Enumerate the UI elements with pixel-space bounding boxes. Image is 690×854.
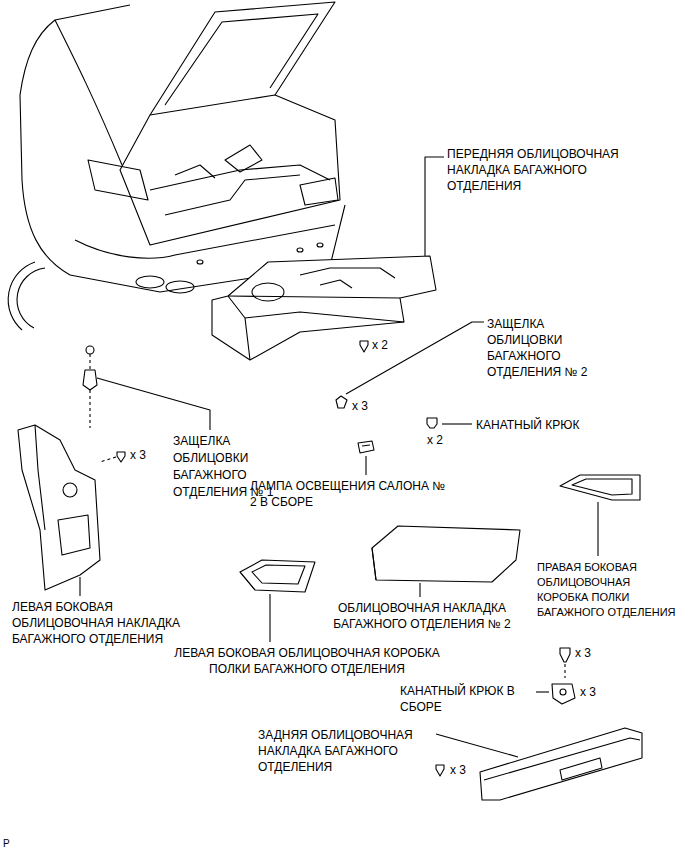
left-shelf-box: [252, 565, 305, 584]
quantity: x 3: [580, 684, 596, 700]
part-name: ЛЕВАЯ БОКОВАЯ ОБЛИЦОВОЧНАЯ НАКЛАДКА БАГА…: [12, 599, 210, 647]
line-art: [8, 2, 642, 800]
fasteners: [346, 322, 484, 394]
car-rear-view: [75, 225, 335, 258]
left-side-trim: [97, 378, 210, 430]
car-rear-view: [136, 276, 164, 288]
part-name: КАНАТНЫЙ КРЮК В СБОРЕ: [400, 683, 532, 715]
left-side-trim: [117, 452, 125, 462]
fasteners: [336, 396, 347, 408]
quantity: x 3: [352, 398, 368, 414]
left-shelf-box: [240, 572, 255, 590]
rear-trim: [436, 728, 642, 800]
car-rear-view: [165, 175, 300, 215]
left-side-trim: [86, 346, 94, 354]
front-trim-panel: [212, 157, 444, 360]
hook-and-lamp: [365, 456, 366, 475]
hook-and-lamp: [442, 423, 472, 424]
left-side-trim: [100, 457, 116, 462]
part-name: ОБЛИЦОВОЧНАЯ НАКЛАДКА БАГАЖНОГО ОТДЕЛЕНИ…: [322, 600, 522, 632]
fasteners: [360, 341, 368, 352]
car-rear-view: [120, 95, 340, 245]
part-name: ЗАЩЕЛКА ОБЛИЦОВКИ БАГАЖНОГО ОТДЕЛЕНИЯ № …: [487, 316, 612, 380]
car-rear-view: [55, 20, 122, 165]
right-shelf-box: [572, 479, 632, 495]
rear-trim: [484, 738, 640, 780]
front-trim-panel: [245, 312, 404, 322]
rope-hook-assembly: [536, 648, 575, 704]
left-side-trim: [35, 425, 45, 530]
left-side-trim: [58, 515, 90, 555]
car-rear-view: [166, 281, 194, 293]
left-side-trim: [63, 483, 77, 497]
left-side-trim: [83, 370, 97, 390]
rear-trim: [480, 728, 642, 800]
hook-and-lamp: [362, 445, 370, 446]
car-rear-view: [165, 14, 318, 105]
car-rear-view: [88, 160, 148, 200]
car-rear-view: [20, 5, 130, 95]
car-rear-view: [20, 95, 70, 275]
part-name: ЗАДНЯЯ ОБЛИЦОВОЧНАЯ НАКЛАДКА БАГАЖНОГО О…: [258, 727, 434, 775]
car-rear-view: [317, 243, 323, 247]
trunk-mat: [372, 526, 520, 597]
quantity: x 2: [372, 337, 388, 353]
quantity: x 2: [427, 432, 443, 448]
front-trim-panel: [252, 283, 284, 301]
rope-hook-assembly: [536, 691, 549, 692]
part-name: КАНАТНЫЙ КРЮК: [476, 417, 579, 433]
front-trim-panel: [300, 268, 395, 278]
car-rear-view: [225, 145, 262, 172]
rope-hook-assembly: [560, 648, 570, 662]
part-name: ЛЕВАЯ БОКОВАЯ ОБЛИЦОВОЧНАЯ КОРОБКА ПОЛКИ…: [157, 645, 457, 677]
car-rear-view: [197, 260, 203, 264]
left-shelf-box: [240, 560, 315, 642]
rear-trim: [436, 734, 518, 757]
trunk-mat: [372, 548, 376, 580]
rear-trim: [436, 765, 444, 776]
car-rear-view: [175, 165, 215, 178]
car-rear-view: [17, 268, 45, 328]
car-rear-view: [150, 2, 335, 115]
rope-hook-assembly: [552, 684, 575, 704]
fasteners: [336, 322, 484, 408]
trunk-mat: [419, 583, 420, 597]
rear-trim: [560, 758, 602, 780]
front-trim-panel: [212, 256, 436, 360]
car-rear-view: [300, 178, 338, 205]
left-shelf-box: [240, 560, 315, 592]
figure-code: P: [3, 836, 10, 852]
part-name: ПЕРЕДНЯЯ ОБЛИЦОВОЧНАЯ НАКЛАДКА БАГАЖНОГО…: [447, 146, 622, 194]
hook-and-lamp: [358, 418, 472, 475]
left-shelf-box: [269, 594, 270, 642]
rope-hook-assembly: [560, 689, 566, 695]
right-shelf-box: [560, 475, 640, 500]
quantity: x 3: [130, 447, 146, 463]
right-shelf-box: [560, 475, 640, 556]
front-trim-panel: [320, 280, 352, 288]
car-rear-view: [297, 248, 303, 252]
part-name: ЛАМПА ОСВЕЩЕНИЯ САЛОНА № 2 В СБОРЕ: [250, 478, 450, 510]
hook-and-lamp: [427, 418, 437, 428]
front-trim-panel: [425, 157, 444, 256]
left-side-trim: [18, 425, 100, 590]
hook-and-lamp: [358, 441, 374, 453]
front-trim-panel: [228, 296, 250, 360]
left-side-trim: [89, 354, 90, 428]
trunk-mat: [372, 526, 520, 582]
rope-hook-assembly: [564, 664, 565, 678]
part-name: ПРАВАЯ БОКОВАЯ ОБЛИЦОВОЧНАЯ КОРОБКА ПОЛК…: [537, 560, 682, 620]
left-side-trim: [79, 577, 80, 596]
car-rear-view: [8, 262, 35, 330]
quantity: x 3: [450, 762, 466, 778]
quantity: x 3: [575, 645, 591, 661]
right-shelf-box: [597, 502, 598, 556]
